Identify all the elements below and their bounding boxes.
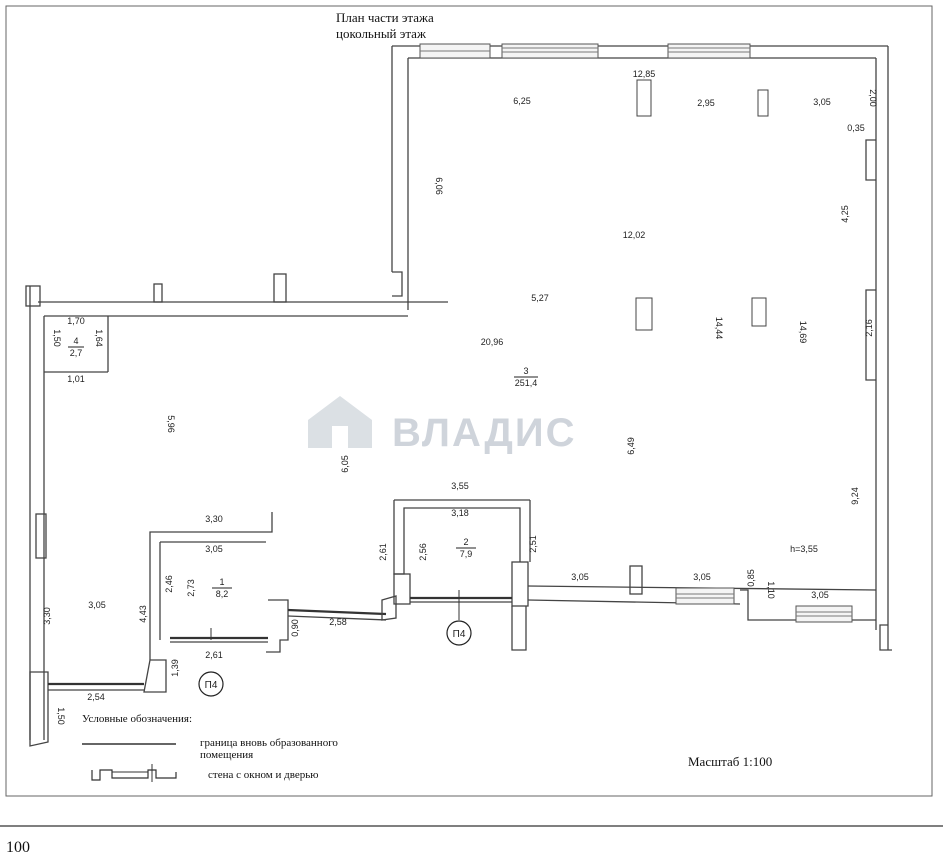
room-2-walls [393,499,531,607]
room-4-area: 2,7 [70,348,83,358]
dim-bottom-150: 1,50 [56,707,66,725]
dim-span-2096: 20,96 [481,337,504,347]
room-1-area: 8,2 [216,589,229,599]
watermark-logo [308,396,372,448]
room-1-number: 1 [219,577,224,587]
p4-label-left: П4 [205,680,218,691]
legend-item1-line1: граница вновь образованного [200,737,338,749]
dim-span-1469: 14,69 [798,321,808,344]
dim-room1-top-outer: 3,30 [205,514,223,524]
footer-number: 100 [6,839,30,854]
room-3-number: 3 [523,366,528,376]
room-4-walls [44,316,109,373]
dim-center-527: 5,27 [531,293,549,303]
dim-small-110: 1,10 [766,581,776,599]
plan-title: План части этажа цокольный этаж [336,10,434,41]
dim-left-bottom-305: 3,05 [88,600,106,610]
room-2-number: 2 [463,537,468,547]
dim-room2-top-outer: 3,55 [451,481,469,491]
dim-center-649: 6,49 [626,437,636,455]
dim-bottom-305-b: 3,05 [693,572,711,582]
dim-room1-left-inner: 2,73 [186,579,196,597]
dim-room1-bottom: 2,61 [205,650,223,660]
dim-top-right: 3,05 [813,97,831,107]
p4-label-right: П4 [453,629,466,640]
dim-right-425: 4,25 [840,205,850,223]
top-windows [419,43,751,59]
room-2-area: 7,9 [460,549,473,559]
dim-left-bottom-330: 3,30 [42,607,52,625]
dim-bottom-258: 2,58 [329,617,347,627]
legend-item1-line2: помещения [200,749,253,761]
lower-walls [48,565,877,691]
dim-bottom-305-c: 3,05 [811,590,829,600]
dim-room2-left-inner: 2,56 [418,543,428,561]
dim-bottom-139: 1,39 [170,659,180,677]
dim-room2-top-inner: 3,18 [451,508,469,518]
dim-top-mid: 2,95 [697,98,715,108]
dim-right-top: 2,00 [868,89,878,107]
dim-room4-right: 1,64 [94,329,104,347]
room-1-walls [143,512,289,693]
dim-center-605: 6,05 [340,455,350,473]
dim-center-1202: 12,02 [623,230,646,240]
drawing-frame [5,5,933,797]
room-4-number: 4 [73,336,78,346]
dim-left-443: 4,43 [138,605,148,623]
ceiling-height: h=3,55 [790,544,818,554]
dim-right-216: 2,16 [864,319,874,337]
legend-heading: Условные обозначения: [82,713,192,725]
legend: Условные обозначения: граница вновь обра… [82,713,338,781]
dim-room2-left-outer: 2,61 [378,543,388,561]
dimension-labels: 12,85 6,25 2,95 3,05 0,35 12,02 5,27 20,… [67,69,865,702]
dim-room2-right: 2,51 [528,535,538,553]
dim-room1-left-outer: 2,46 [164,575,174,593]
dim-top-left: 6,25 [513,96,531,106]
dim-right-924: 9,24 [850,487,860,505]
dim-room4-bottom: 1,01 [67,374,85,384]
dim-small-085: 0,85 [746,569,756,587]
dim-bottom-254: 2,54 [87,692,105,702]
vertical-dimension-labels: 2,00 4,25 6,06 14,44 14,69 2,16 5,96 6,0… [42,89,878,725]
dim-left-upper-vertical: 6,06 [434,177,444,195]
dim-bottom-305-a: 3,05 [571,572,589,582]
dim-room4-left: 1,50 [52,329,62,347]
room-labels: 3 251,4 4 2,7 1 8,2 2 7,9 [68,336,538,599]
room-3-area: 251,4 [515,378,538,388]
dim-left-596: 5,96 [166,415,176,433]
legend-item2: стена с окном и дверью [208,769,318,781]
title-line-2: цокольный этаж [336,26,427,41]
dim-room4-top: 1,70 [67,316,85,326]
dim-room1-top-inner: 3,05 [205,544,223,554]
p4-markers [198,590,472,697]
title-line-1: План части этажа [336,10,434,25]
dim-bottom-090: 0,90 [290,619,300,637]
dim-right-small: 0,35 [847,123,865,133]
scale-label: Масштаб 1:100 [688,754,772,769]
watermark-text: ВЛАДИС [392,411,576,455]
columns [635,79,769,331]
legend-symbols [82,743,177,782]
dim-span-1444: 14,44 [714,317,724,340]
dim-top-width: 12,85 [633,69,656,79]
